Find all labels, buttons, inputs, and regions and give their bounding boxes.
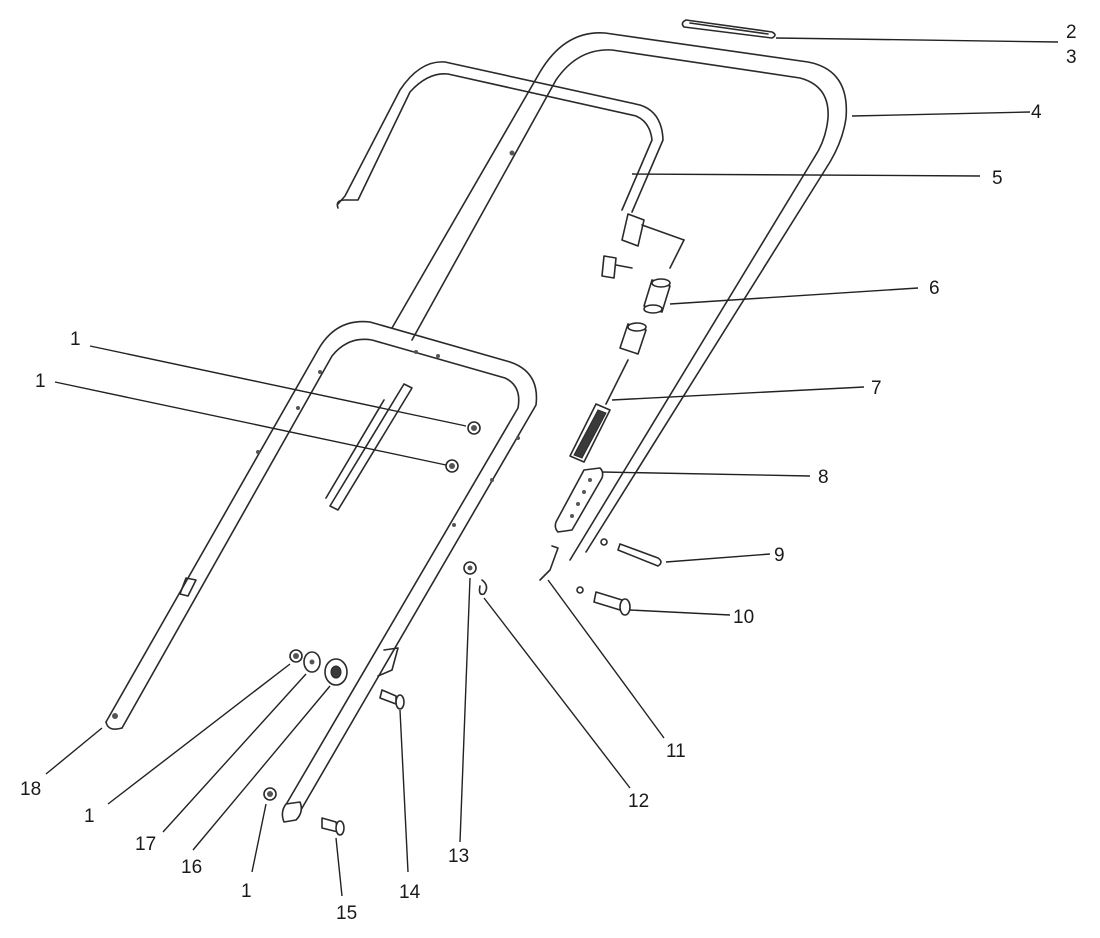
cable-bracket	[601, 213, 685, 279]
callout-3: 3	[1066, 47, 1077, 68]
callout-13: 13	[448, 846, 469, 867]
callout-10: 10	[733, 607, 754, 628]
callout-8: 8	[818, 467, 829, 488]
callout-14: 14	[399, 882, 421, 903]
callout-16: 16	[181, 857, 202, 878]
pin-and-bolt	[576, 538, 662, 616]
callout-15: 15	[336, 903, 357, 924]
height-bracket	[554, 467, 604, 533]
callout-2: 2	[1066, 22, 1077, 43]
upper-handle	[391, 32, 848, 561]
handle-guide	[325, 383, 413, 511]
callout-4: 4	[1031, 102, 1042, 123]
lower-handle	[105, 320, 538, 823]
callout-18: 18	[20, 779, 41, 800]
callout-6: 6	[929, 278, 940, 299]
callout-7: 7	[871, 378, 882, 399]
grip-cover	[681, 19, 776, 39]
callout-9: 9	[774, 545, 785, 566]
callout-11: 11	[666, 741, 686, 762]
hardware	[263, 421, 488, 836]
clip	[539, 545, 559, 581]
callout-1-top: 1	[70, 329, 81, 350]
callout-1-bottom: 1	[241, 881, 252, 902]
callout-17: 17	[135, 834, 156, 855]
spring-tube	[619, 278, 671, 355]
control-bail	[336, 61, 664, 213]
callout-5: 5	[992, 168, 1003, 189]
callout-labels: 2 3 4 5 6 7 8 9 10 11 12 13 14 15 16 17 …	[20, 22, 1077, 924]
callout-1-washer: 1	[84, 806, 95, 827]
spring	[569, 359, 629, 463]
leader-lines	[45, 37, 1059, 897]
callout-1-second: 1	[35, 371, 46, 392]
callout-12: 12	[628, 791, 649, 812]
